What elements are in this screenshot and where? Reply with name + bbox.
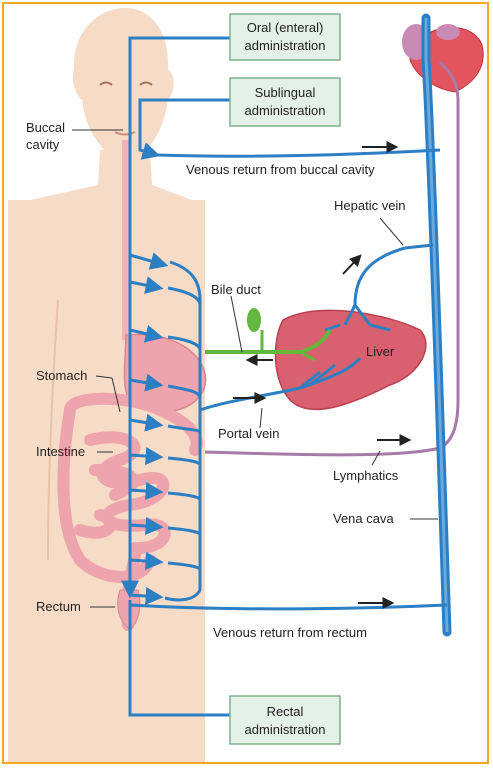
portal-vein-label: Portal vein — [218, 426, 279, 441]
flow-arrows — [233, 141, 412, 609]
lymphatics-label: Lymphatics — [333, 468, 399, 483]
liver-label: Liver — [366, 344, 395, 359]
intestine-label: Intestine — [36, 444, 85, 459]
stomach — [123, 333, 207, 413]
rectal-box-line2: administration — [245, 722, 326, 737]
venous-return-buccal-label: Venous return from buccal cavity — [186, 162, 375, 177]
bile-duct-label: Bile duct — [211, 282, 261, 297]
buccal-label-line2: cavity — [26, 137, 60, 152]
buccal-label-line1: Buccal — [26, 120, 65, 135]
rectum-label: Rectum — [36, 599, 81, 614]
venous-return-rectum-label: Venous return from rectum — [213, 625, 367, 640]
vena-cava-label: Vena cava — [333, 511, 394, 526]
sublingual-box-line1: Sublingual — [255, 85, 316, 100]
gi-vessels — [121, 36, 448, 717]
oral-box-line1: Oral (enteral) — [247, 20, 324, 35]
leader-lines — [72, 129, 438, 608]
oral-administration-box: Oral (enteral) administration — [229, 13, 341, 61]
stomach-label: Stomach — [36, 368, 87, 383]
bile-duct — [205, 308, 332, 362]
heart — [402, 24, 484, 93]
hepatic-vein-label: Hepatic vein — [334, 198, 406, 213]
liver — [274, 309, 427, 411]
sublingual-box-line2: administration — [245, 103, 326, 118]
human-body-silhouette — [8, 8, 205, 762]
oral-box-line2: administration — [245, 38, 326, 53]
rectal-box-line1: Rectal — [267, 704, 304, 719]
sublingual-administration-box: Sublingual administration — [229, 77, 341, 127]
rectal-administration-box: Rectal administration — [229, 695, 341, 745]
